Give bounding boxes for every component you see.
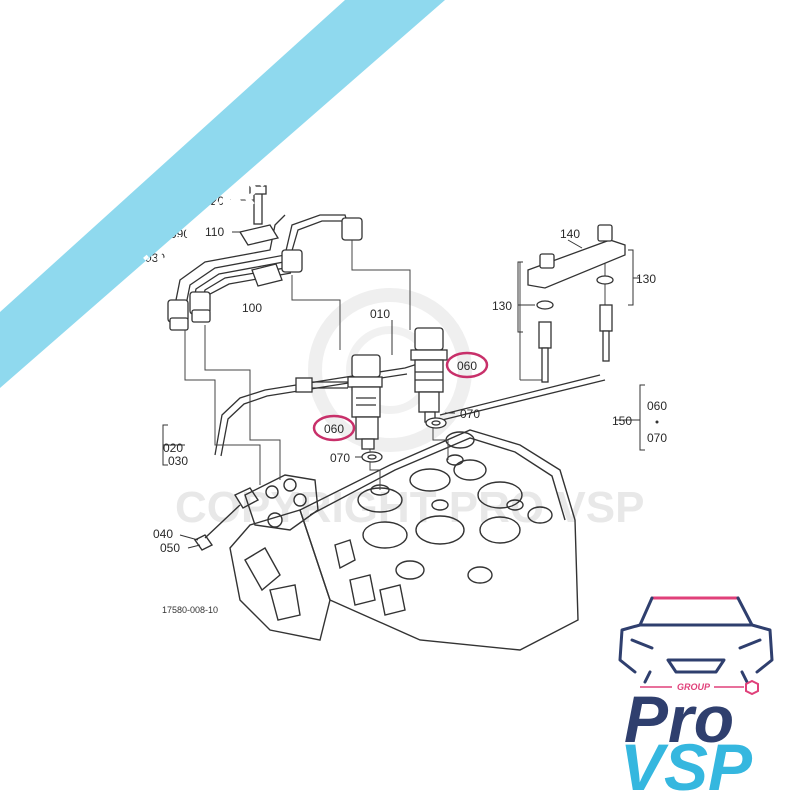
injector-right bbox=[410, 327, 448, 423]
pipe-nuts bbox=[167, 217, 363, 331]
label-050: 050 bbox=[160, 541, 180, 555]
injector-left bbox=[295, 354, 383, 450]
label-150-060: 060 bbox=[647, 399, 667, 413]
leader-lines bbox=[163, 199, 583, 549]
hex-bolt-icon bbox=[745, 679, 759, 696]
label-010: 010 bbox=[370, 307, 390, 321]
logo-pro-text: Pro bbox=[624, 682, 734, 756]
highlight-060-right bbox=[445, 351, 489, 379]
label-040: 040 bbox=[153, 527, 173, 541]
label-030-bottom: 030 bbox=[168, 454, 188, 468]
label-140: 140 bbox=[560, 227, 580, 241]
washers bbox=[361, 275, 614, 463]
label-070-left: 070 bbox=[330, 451, 350, 465]
assembly-guides bbox=[184, 240, 606, 490]
label-150-070: 070 bbox=[647, 431, 667, 445]
label-020: 020 bbox=[163, 441, 183, 455]
label-070-right: 070 bbox=[460, 407, 480, 421]
glow-plug-assembly bbox=[527, 224, 626, 383]
highlight-060-left bbox=[312, 414, 356, 442]
banner-ribbon bbox=[0, 0, 445, 388]
label-060-left: 060 bbox=[324, 422, 344, 436]
label-150: 150 bbox=[612, 414, 632, 428]
label-110: 110 bbox=[205, 225, 224, 239]
label-100: 100 bbox=[242, 301, 262, 315]
car-icon bbox=[618, 596, 774, 684]
logo-group-text: GROUP bbox=[677, 682, 711, 692]
provsp-logo: GROUP Pro VSP bbox=[618, 596, 774, 800]
diagram-reference: 17580-008-10 bbox=[162, 605, 218, 615]
part-labels: 010 020 030 030 040 050 060 060 070 070 … bbox=[145, 194, 667, 615]
pipe-clamps bbox=[238, 185, 283, 287]
label-130-left: 130 bbox=[492, 299, 512, 313]
logo-vsp-text: VSP bbox=[620, 730, 753, 800]
engine-block-drawing bbox=[193, 429, 579, 651]
label-130-right: 130 bbox=[636, 272, 656, 286]
label-060-right: 060 bbox=[457, 359, 477, 373]
